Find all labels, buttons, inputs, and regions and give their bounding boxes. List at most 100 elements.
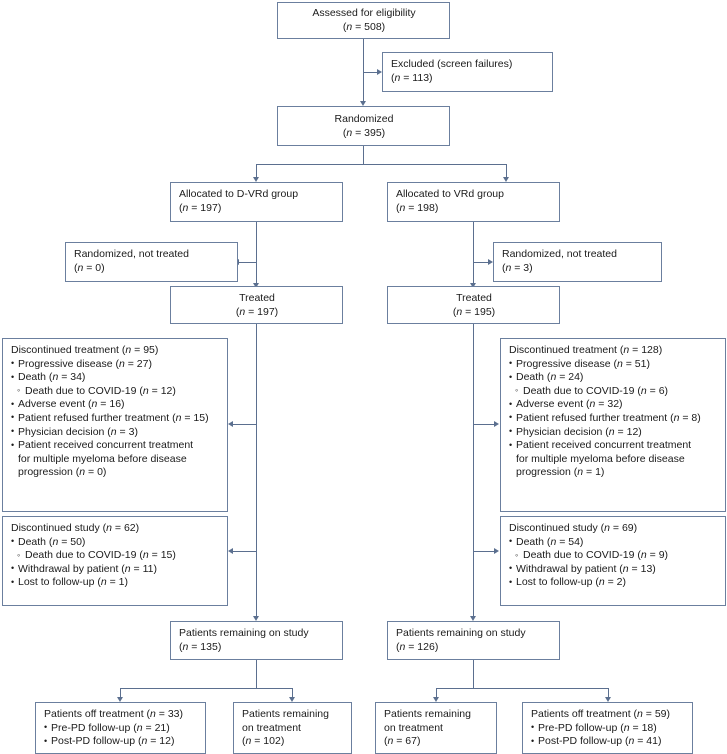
arrowhead-to-treated-left	[252, 283, 259, 288]
allocated-right-count: (n = 198)	[396, 201, 439, 214]
disc-treatment-left-header: Discontinued treatment (n = 95)	[11, 344, 159, 356]
excluded-label: Excluded (screen failures)	[391, 58, 513, 70]
node-assessed-for-eligibility: Assessed for eligibility (n = 508)	[277, 2, 450, 39]
connector-to-on-treatment-left	[292, 688, 293, 699]
node-discontinued-treatment-left: Discontinued treatment (n = 95) Progress…	[2, 338, 228, 512]
arrowhead-to-off-treatment-right	[604, 697, 611, 702]
not-treated-right-label: Randomized, not treated	[502, 248, 617, 260]
disc-treatment-right-item-5-line3: progression (n = 1)	[516, 466, 605, 479]
connector-spine-right	[473, 324, 474, 619]
disc-treatment-right-item-3: Patient refused further treatment (n = 8…	[509, 411, 718, 426]
arrowhead-to-off-treatment-left	[116, 697, 123, 702]
treated-left-count: (n = 197)	[235, 305, 279, 318]
connector-remaining-study-left-stem	[256, 660, 257, 688]
connector-to-not-treated-right	[473, 262, 489, 263]
connector-allocated-to-treated-left	[256, 222, 257, 285]
allocated-left-count: (n = 197)	[179, 201, 222, 214]
disc-treatment-right-item-5-line1: Patient received concurrent treatment	[509, 439, 718, 453]
disc-treatment-left-item-4: Physician decision (n = 3)	[11, 425, 220, 440]
node-randomized: Randomized (n = 395)	[277, 106, 450, 146]
not-treated-left-label: Randomized, not treated	[74, 248, 189, 260]
disc-treatment-right-item-1: Death (n = 24)	[509, 371, 718, 385]
on-treatment-right-label-line2: on treatment	[384, 721, 443, 734]
connector-bottom-split-right	[436, 688, 609, 689]
arrowhead-to-disc-study-left	[228, 547, 233, 554]
arrowhead-to-disc-treatment-right	[494, 420, 499, 427]
on-treatment-right-count: (n = 67)	[384, 735, 421, 748]
node-discontinued-treatment-right: Discontinued treatment (n = 128) Progres…	[500, 338, 726, 512]
connector-to-disc-treatment-left	[232, 424, 256, 425]
disc-treatment-left-item-3: Patient refused further treatment (n = 1…	[11, 411, 220, 426]
arrowhead-to-treated-right	[469, 283, 476, 288]
node-discontinued-study-left: Discontinued study (n = 62) Death (n = 5…	[2, 516, 228, 606]
treated-right-label: Treated	[456, 291, 492, 304]
node-remaining-on-study-left: Patients remaining on study (n = 135)	[170, 621, 343, 660]
disc-study-right-subitem: Death due to COVID-19 (n = 9)	[509, 549, 718, 563]
disc-treatment-left-item-5-line2: for multiple myeloma before disease	[18, 452, 187, 465]
disc-treatment-right-subitem: Death due to COVID-19 (n = 6)	[509, 384, 718, 399]
disc-treatment-left-subitem: Death due to COVID-19 (n = 12)	[11, 384, 220, 399]
node-excluded: Excluded (screen failures) (n = 113)	[382, 52, 553, 92]
connector-to-disc-study-right	[473, 551, 495, 552]
disc-study-right-header: Discontinued study (n = 69)	[509, 522, 638, 534]
off-treatment-right-item-pre: Pre-PD follow-up (n = 18)	[531, 721, 685, 736]
connector-to-off-treatment-left	[120, 688, 121, 699]
arrowhead-to-not-treated-right	[488, 258, 493, 265]
disc-treatment-right-item-5-line2: for multiple myeloma before disease	[516, 452, 685, 465]
arrowhead-to-excluded	[377, 68, 382, 75]
off-treatment-right-item-post: Post-PD follow-up (n = 41)	[531, 735, 685, 749]
connector-randomized-split	[256, 164, 506, 165]
on-treatment-left-label-line2: on treatment	[242, 721, 301, 734]
connector-to-excluded	[363, 72, 377, 73]
disc-treatment-right-header: Discontinued treatment (n = 128)	[509, 344, 663, 356]
connector-to-right-arm	[506, 164, 507, 179]
disc-treatment-left-item-1: Death (n = 34)	[11, 371, 220, 385]
node-allocated-vrd: Allocated to VRd group (n = 198)	[387, 182, 560, 222]
connector-randomized-stem	[363, 146, 364, 164]
node-on-treatment-right: Patients remaining on treatment (n = 67)	[375, 702, 497, 754]
connector-spine-left	[256, 324, 257, 619]
disc-treatment-right-item-2: Adverse event (n = 32)	[509, 398, 718, 412]
not-treated-left-count: (n = 0)	[74, 261, 105, 274]
node-discontinued-study-right: Discontinued study (n = 69) Death (n = 5…	[500, 516, 726, 606]
arrowhead-to-disc-treatment-left	[228, 420, 233, 427]
connector-to-not-treated-left	[238, 262, 256, 263]
connector-bottom-split-left	[120, 688, 293, 689]
randomized-count: (n = 395)	[342, 126, 386, 139]
connector-assessed-to-randomized	[363, 39, 364, 103]
node-off-treatment-right: Patients off treatment (n = 59) Pre-PD f…	[522, 702, 693, 754]
disc-study-left-item-death: Death (n = 50)	[11, 535, 220, 550]
disc-study-right-item-withdrawal: Withdrawal by patient (n = 13)	[509, 562, 718, 577]
disc-study-left-item-lost: Lost to follow-up (n = 1)	[11, 576, 220, 590]
connector-remaining-study-right-stem	[473, 660, 474, 688]
on-treatment-right-label-line1: Patients remaining	[384, 708, 471, 720]
remaining-study-left-count: (n = 135)	[179, 640, 222, 653]
excluded-count: (n = 113)	[391, 71, 433, 84]
arrowhead-to-on-treatment-right	[432, 697, 439, 702]
node-allocated-dvrd: Allocated to D-VRd group (n = 197)	[170, 182, 343, 222]
connector-to-left-arm	[256, 164, 257, 179]
arrowhead-to-remaining-study-right	[469, 616, 476, 621]
remaining-study-left-label: Patients remaining on study	[179, 627, 309, 639]
not-treated-right-count: (n = 3)	[502, 261, 533, 274]
on-treatment-left-count: (n = 102)	[242, 735, 285, 748]
treated-left-label: Treated	[239, 291, 275, 304]
disc-study-right-item-death: Death (n = 54)	[509, 535, 718, 550]
arrowhead-to-allocated-right	[502, 177, 509, 182]
arrowhead-to-remaining-study-left	[252, 616, 259, 621]
disc-treatment-right-item-4: Physician decision (n = 12)	[509, 425, 718, 440]
node-randomized-not-treated-left: Randomized, not treated (n = 0)	[65, 242, 238, 282]
off-treatment-left-header: Patients off treatment (n = 33)	[44, 708, 184, 720]
disc-study-left-header: Discontinued study (n = 62)	[11, 522, 140, 534]
connector-allocated-to-treated-right	[473, 222, 474, 285]
node-randomized-not-treated-right: Randomized, not treated (n = 3)	[493, 242, 662, 282]
node-on-treatment-left: Patients remaining on treatment (n = 102…	[233, 702, 352, 754]
node-remaining-on-study-right: Patients remaining on study (n = 126)	[387, 621, 560, 660]
connector-to-off-treatment-right	[608, 688, 609, 699]
disc-study-left-item-withdrawal: Withdrawal by patient (n = 11)	[11, 562, 220, 577]
allocated-right-label: Allocated to VRd group	[396, 188, 504, 200]
remaining-study-right-label: Patients remaining on study	[396, 627, 526, 639]
arrowhead-to-allocated-left	[252, 177, 259, 182]
assessed-count: (n = 508)	[342, 21, 386, 33]
